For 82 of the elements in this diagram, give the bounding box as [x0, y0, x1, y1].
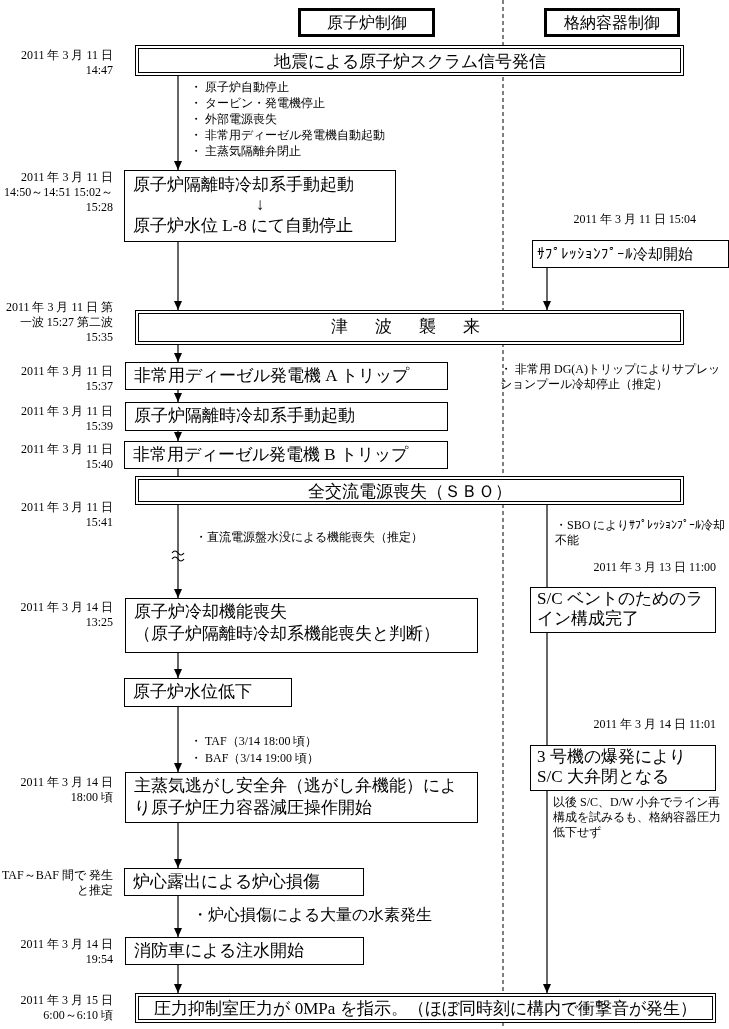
event-text: 全交流電源喪失（ＳＢＯ） [306, 482, 513, 502]
event-text: 原子炉制御 [325, 13, 408, 33]
event-box [530, 587, 716, 633]
event-box [124, 678, 292, 707]
timestamp-label: 2011 年 3 月 14 日 18:00 頃 [19, 775, 113, 805]
event-text: ｻﾌﾟﾚｯｼｮﾝﾌﾟｰﾙ冷却開始 [537, 245, 694, 264]
bullet-note: ・ 主蒸気隔離弁閉止 [190, 144, 302, 159]
timestamp-label: 2011 年 3 月 11 日 14:50～14:51 15:02～15:28 [3, 170, 113, 215]
timestamp-label: TAF～BAF 間で 発生と推定 [0, 868, 113, 898]
arrow [174, 241, 182, 311]
timestamp-label: 2011 年 3 月 11 日 第一波 15:27 第二波 15:35 [4, 300, 113, 345]
event-text: 圧力抑制室圧力が 0MPa を指示。（ほぼ同時刻に構内で衝撃音が発生） [153, 999, 698, 1019]
down-arrow-symbol: ↓ [254, 196, 266, 214]
arrow [174, 822, 182, 869]
bullet-note: ・SBO によりｻﾌﾟﾚｯｼｮﾝﾌﾟｰﾙ冷却不能 [555, 518, 727, 548]
timestamp-label: 2011 年 3 月 14 日 19:54 [19, 937, 113, 967]
event-text: 炉心露出による炉心損傷 [133, 871, 321, 893]
event-text: 原子炉隔離時冷却系手動起動 [134, 405, 356, 427]
event-box [532, 240, 729, 268]
arrow [174, 706, 182, 773]
event-banner [135, 993, 716, 1023]
bullet-note: ・ BAF（3/14 19:00 頃） [190, 751, 320, 766]
event-text: 非常用ディーゼル発電機 B トリップ [133, 444, 410, 466]
event-text: 主蒸気逃がし安全弁（逃がし弁機能）により原子炉圧力容器減圧操作開始 [134, 775, 458, 819]
column-header [544, 8, 680, 37]
event-box [125, 937, 364, 965]
event-box [124, 868, 364, 896]
event-box [124, 170, 396, 242]
event-box [125, 362, 448, 390]
bullet-note: ・ TAF（3/14 18:00 頃） [190, 734, 319, 749]
connector-line [177, 468, 179, 477]
timestamp-label: 2011 年 3 月 14 日 11:01 [592, 717, 716, 732]
bullet-note: ・炉心損傷による大量の水素発生 [192, 905, 433, 925]
bullet-note: ・ 原子炉自動停止 [190, 80, 290, 95]
timestamp-label: 2011 年 3 月 11 日 14:47 [19, 48, 113, 78]
arrow [543, 790, 551, 994]
bullet-note: ・ タービン・発電機停止 [190, 96, 326, 111]
arrow [543, 267, 551, 311]
event-text: 津波襲来 [329, 316, 509, 338]
timestamp-label: 2011 年 3 月 11 日 15:37 [19, 364, 113, 394]
arrow [174, 652, 182, 679]
event-banner [135, 310, 684, 345]
event-box [125, 598, 478, 653]
timestamp-label: 2011 年 3 月 14 日 13:25 [19, 600, 113, 630]
event-text: 消防車による注水開始 [134, 940, 305, 962]
connector-line [546, 632, 548, 746]
event-text: 原子炉冷却機能喪失 [134, 601, 288, 623]
event-text: 地震による原子炉スクラム信号発信 [272, 51, 547, 73]
timestamp-label: 2011 年 3 月 13 日 11:00 [592, 560, 716, 575]
arrow [174, 430, 182, 442]
connector-line [546, 504, 548, 588]
event-text: 原子炉隔離時冷却系手動起動 [133, 174, 355, 196]
event-box [124, 441, 448, 469]
arrow [174, 389, 182, 403]
arrow [174, 504, 182, 599]
bullet-note: ・直流電源盤水没による機能喪失（推定） [195, 530, 424, 545]
timestamp-label: 2011 年 3 月 11 日 15:39 [19, 404, 113, 434]
bullet-note: ・ 非常用ディーゼル発電機自動起動 [190, 128, 386, 143]
event-box [125, 772, 478, 823]
arrow [174, 895, 182, 938]
column-header [298, 8, 435, 37]
event-text: 格納容器制御 [563, 13, 661, 33]
note-text: 以後 S/C、D/W 小弁でライン再構成を試みるも、格納容器圧力低下せず [553, 795, 722, 840]
arrow [174, 964, 182, 994]
timestamp-label: 2011 年 3 月 11 日 15:40 [19, 442, 113, 472]
event-banner [135, 45, 684, 76]
event-box [530, 745, 716, 791]
arrow [174, 344, 182, 363]
timestamp-label: 2011 年 3 月 11 日 15:41 [19, 500, 113, 530]
event-box [125, 402, 448, 431]
event-text: 非常用ディーゼル発電機 A トリップ [134, 365, 411, 387]
arrow [174, 75, 182, 171]
timestamp-label: 2011 年 3 月 11 日 15:04 [572, 212, 696, 227]
event-text: 原子炉水位 L-8 にて自動停止 [133, 215, 355, 237]
timestamp-label: 2011 年 3 月 15 日 6:00～6:10 頃 [19, 993, 113, 1023]
bullet-note: ・ 非常用 DG(A)トリップによりサプレッションプール冷却停止（推定） [500, 362, 721, 392]
event-banner [135, 476, 684, 505]
event-text: 原子炉水位低下 [133, 681, 253, 703]
event-text: S/C ベントのためのライン構成完了 [537, 589, 704, 629]
event-text: （原子炉隔離時冷却系機能喪失と判断） [134, 623, 441, 645]
event-text: 3 号機の爆発により S/C 大弁閉となる [537, 747, 687, 787]
bullet-note: ・ 外部電源喪失 [190, 112, 278, 127]
